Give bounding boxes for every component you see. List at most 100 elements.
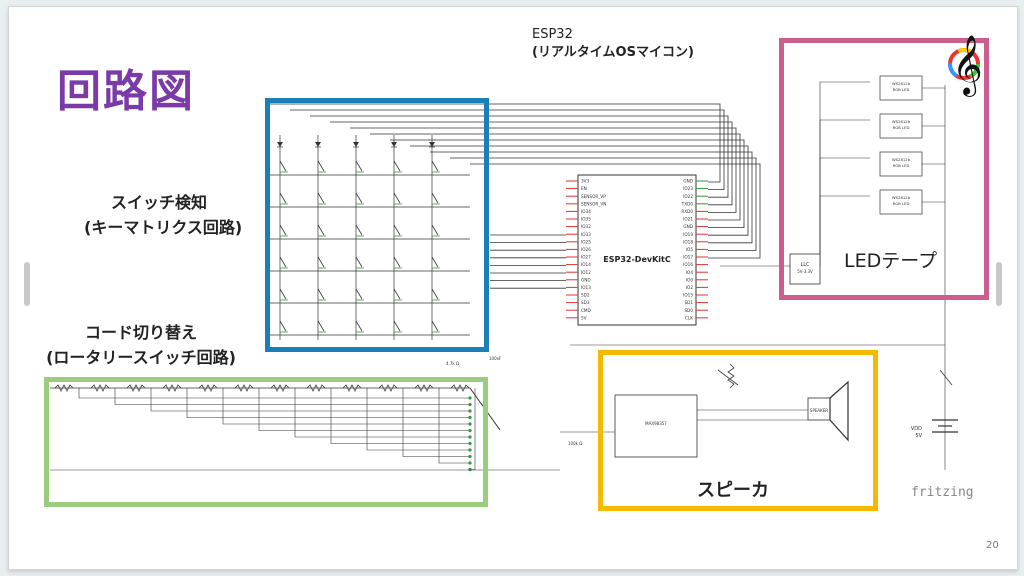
vdd-value: 5V — [915, 433, 922, 439]
esp32-pin-label: SD2 — [581, 293, 590, 298]
esp32-pin-label: CMD — [581, 308, 591, 313]
resistor-icon — [270, 384, 290, 392]
resistor-icon — [126, 384, 146, 392]
led-chip — [879, 189, 923, 215]
esp32-pin-label: IO27 — [581, 255, 591, 260]
rotary-switch-frame — [44, 377, 488, 507]
led-chip — [879, 113, 923, 139]
key-switch — [279, 160, 287, 172]
key-switch — [393, 320, 401, 332]
resistor-icon — [306, 384, 326, 392]
key-switch — [317, 256, 325, 268]
resistor-icon — [234, 384, 254, 392]
esp32-pin-label: IO18 — [683, 239, 693, 244]
esp32-pin-label: IO19 — [683, 232, 693, 237]
tap-pin — [468, 435, 472, 439]
tap-pin — [468, 428, 472, 433]
code-switch-label: コード切り替え (ロータリースイッチ回路) — [16, 320, 266, 370]
resistor-1-label: 4.7k Ω — [446, 361, 459, 366]
led-chip-label: WS2812b — [892, 119, 911, 124]
tap-wire — [222, 388, 470, 425]
tap-pin — [468, 441, 472, 446]
prev-slide-handle[interactable] — [24, 262, 30, 306]
switch-detection-label: スイッチ検知 (キーマトリクス回路) — [84, 190, 242, 240]
led-chip-sub: RGB LED — [893, 125, 910, 130]
tap-pin — [468, 396, 472, 400]
key-switch — [393, 256, 401, 268]
key-switch — [393, 224, 401, 236]
key-switch — [431, 320, 439, 332]
key-switch — [317, 192, 325, 204]
key-switch — [355, 192, 363, 204]
signal-wire — [390, 139, 745, 229]
page-number: 20 — [986, 540, 999, 551]
tap-wire — [186, 388, 470, 418]
esp32-pin-label: IO25 — [581, 239, 591, 244]
diode-icon — [277, 142, 283, 147]
esp32-module-name: ESP32-DevKitC — [603, 255, 671, 264]
esp32-pin-label: IO14 — [581, 262, 591, 267]
esp32-pin-label: IO32 — [581, 224, 591, 229]
esp32-pin-label: SENSOR_VP — [581, 194, 606, 199]
signal-wire — [270, 103, 721, 183]
potentiometer — [727, 363, 735, 389]
diode-icon — [315, 142, 321, 147]
esp32-right-pins: GNDIO23IO22TXD0RXD0IO21GNDIO19IO18IO5IO1… — [681, 179, 708, 320]
diode-icon — [429, 142, 435, 147]
level-shifter — [789, 253, 821, 285]
tap-wire — [330, 388, 470, 444]
key-switch — [279, 256, 287, 268]
resistor-icon — [450, 384, 470, 392]
key-switch — [355, 320, 363, 332]
speaker-part-label: SPEAKER — [810, 408, 828, 413]
led-chip-label: WS2812b — [892, 81, 911, 86]
power-switch — [939, 369, 953, 386]
key-switch — [393, 160, 401, 172]
key-switch — [317, 224, 325, 236]
key-switch — [279, 320, 287, 332]
tap-pin — [468, 461, 472, 465]
svg-text:𝄞: 𝄞 — [952, 35, 983, 97]
code-label-line1: コード切り替え — [84, 323, 197, 342]
esp32-pin-label: IO5 — [686, 247, 694, 252]
speaker-label: スピーカ — [697, 480, 769, 501]
schematic-wires — [270, 103, 761, 289]
resistor-icon — [198, 384, 218, 392]
esp32-pin-label: RXD0 — [681, 209, 693, 214]
diode-icon — [391, 142, 397, 147]
tap-wire — [114, 388, 470, 405]
key-switch — [279, 192, 287, 204]
vdd-label: VDD — [911, 426, 922, 432]
signal-wire — [350, 127, 737, 213]
esp32-pin-label: EN — [581, 186, 587, 191]
esp32-pin-label: SD0 — [684, 308, 693, 313]
next-slide-handle[interactable] — [996, 262, 1002, 306]
tap-wire — [402, 388, 470, 457]
esp32-pin-label: IO21 — [683, 217, 693, 222]
resistor-icon — [414, 384, 434, 392]
signal-wire — [410, 145, 749, 236]
esp32-pin-label: IO15 — [683, 293, 693, 298]
esp32-pin-label: TXD0 — [681, 201, 694, 206]
key-switch — [431, 288, 439, 300]
signal-wire — [330, 121, 733, 206]
key-switch — [431, 192, 439, 204]
key-matrix — [270, 135, 470, 340]
key-switch — [279, 288, 287, 300]
led-chip — [879, 75, 923, 101]
esp32-pin-label: IO4 — [686, 270, 694, 275]
esp32-pin-label: GND — [581, 277, 591, 282]
signal-wire — [430, 151, 753, 244]
esp32-pin-label: IO2 — [686, 285, 694, 290]
tap-pin — [468, 454, 472, 459]
capacitor-label: 100nF — [489, 356, 502, 361]
key-switch — [355, 256, 363, 268]
diode-icon — [353, 142, 359, 147]
esp32-module — [577, 174, 697, 326]
speaker-cone — [829, 380, 849, 442]
esp32-pin-label: IO33 — [581, 232, 591, 237]
tap-pin — [468, 415, 472, 420]
key-switch — [393, 288, 401, 300]
tap-wire — [294, 388, 470, 438]
